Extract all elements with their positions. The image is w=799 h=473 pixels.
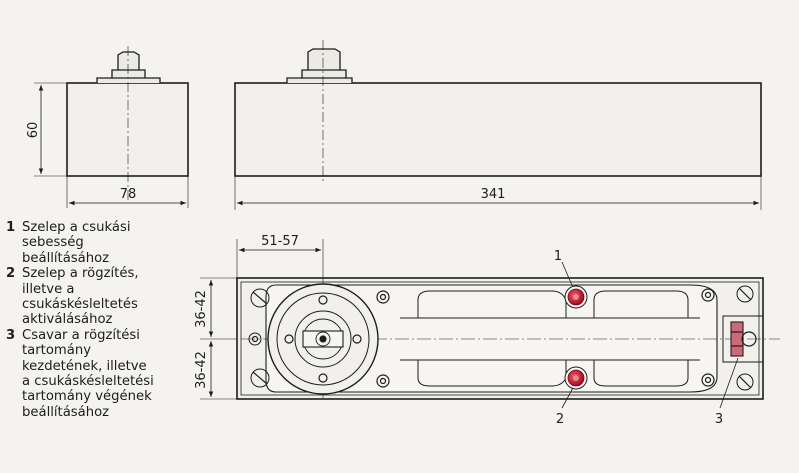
dim-height-label: 60	[26, 122, 41, 139]
legend-line: Szelep a rögzítés,	[22, 266, 139, 282]
dim-axis-offset-label: 51-57	[261, 234, 299, 249]
callout-2: 2	[556, 412, 564, 427]
screw-icon	[248, 288, 270, 388]
legend-number: 2	[6, 266, 16, 282]
legend-line: tartomány végének	[22, 389, 152, 405]
callout-3: 3	[715, 412, 723, 427]
legend-item: 1 Szelep a csukási sebesség beállításáho…	[6, 220, 206, 266]
side-view	[34, 46, 189, 208]
valve-2	[564, 366, 588, 390]
legend-line: kezdetének, illetve	[22, 358, 147, 374]
legend-line: a csukáskésleltetési	[22, 374, 154, 390]
screw-icon	[736, 285, 754, 391]
legend-line: aktiválásához	[22, 312, 113, 328]
legend-line: tartomány	[22, 343, 92, 359]
legend-line: sebesség	[22, 235, 84, 251]
legend-line: illetve a	[22, 281, 75, 297]
legend-line: Szelep a csukási	[22, 220, 131, 235]
legend-number: 3	[6, 327, 16, 343]
callout-1: 1	[554, 249, 562, 264]
valve-1	[564, 285, 588, 309]
dim-length-label: 341	[481, 187, 506, 202]
legend-line: csukáskésleltetés	[22, 297, 138, 313]
legend: 1 Szelep a csukási sebesség beállításáho…	[6, 220, 206, 420]
legend-item: 3 Csavar a rögzítési tartomány kezdeténe…	[6, 328, 206, 420]
legend-item: 2 Szelep a rögzítés, illetve a csukáskés…	[6, 266, 206, 328]
front-view	[234, 40, 762, 210]
legend-number: 1	[6, 220, 16, 235]
legend-line: beállításához	[22, 404, 110, 420]
legend-line: beállításához	[22, 250, 110, 266]
dim-upper-half-label: 36-42	[194, 290, 209, 328]
dim-width-label: 78	[120, 187, 137, 202]
legend-line: Csavar a rögzítési	[22, 327, 140, 343]
dim-lower-half-label: 36-42	[194, 351, 209, 389]
top-view	[200, 239, 780, 409]
